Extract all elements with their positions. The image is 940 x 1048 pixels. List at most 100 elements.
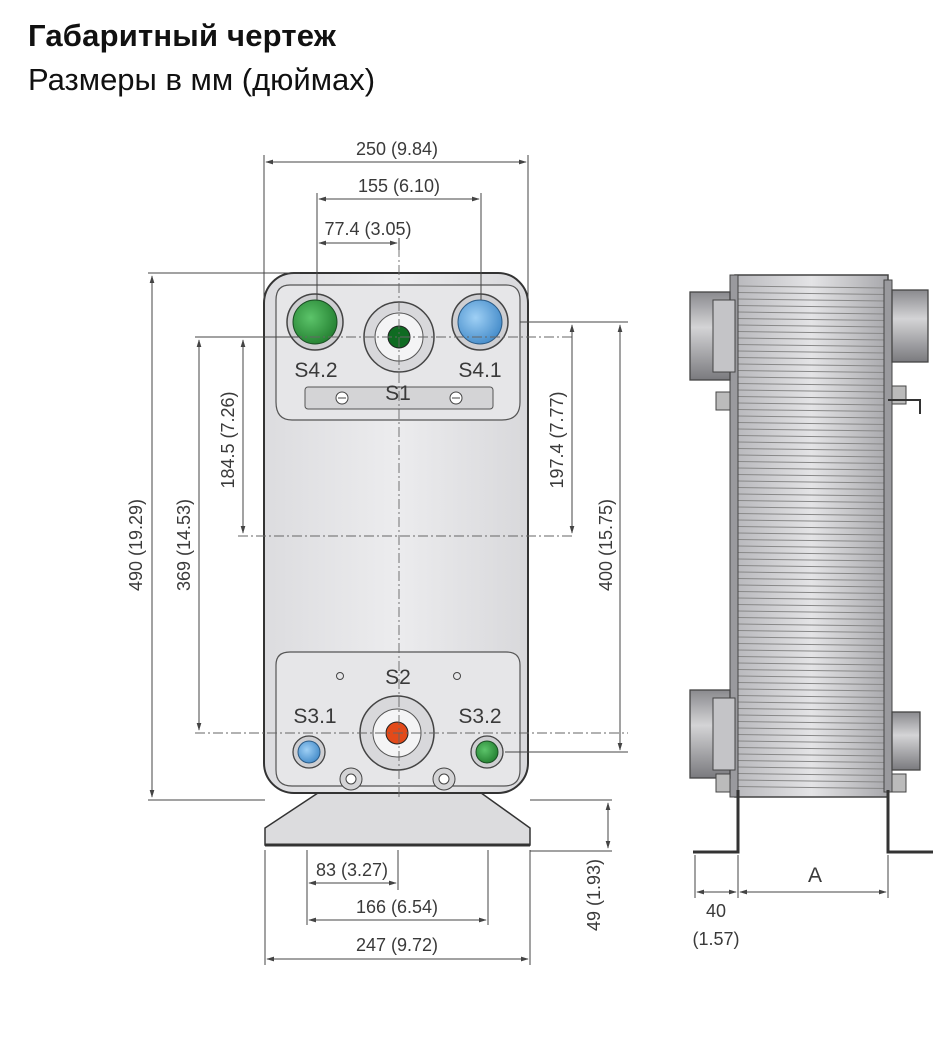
plate-edge-line [737,779,887,783]
plate-edge-line [737,526,887,529]
plate-edge-line [737,435,887,438]
label-s41: S4.1 [458,359,501,382]
dim-port-vertical-right: 400 (15.75) [596,499,616,591]
plate-edge-line [737,656,887,659]
dim-foot-height: 49 (1.93) [584,859,604,931]
plate-edge-line [737,786,887,789]
plate-edge-line [737,760,887,763]
plate-edge-line [737,695,887,698]
plate-edge-line [737,682,887,685]
plate-edge-line [737,396,887,399]
plate-edge-line [737,714,887,718]
plate-edge-line [737,376,887,380]
dim-side-offset: 40 [706,901,726,921]
plate-edge-line [737,337,887,341]
plate-edge-line [737,649,887,653]
label-s2: S2 [385,666,411,689]
port-s32 [470,735,504,769]
plate-edge-line [737,766,887,770]
plate-edge-line [737,513,887,516]
plate-edge-line [737,422,887,425]
plate-edge-line [737,298,887,302]
label-s1: S1 [385,382,411,405]
label-s32: S3.2 [458,705,501,728]
plate-edge-line [737,552,887,555]
plate-edge-line [737,701,887,705]
dim-s1-offset: 184.5 (7.26) [218,391,238,488]
plate-edge-line [737,688,887,692]
plate-edge-line [737,350,887,354]
plate-edge-line [737,506,887,510]
plate-edge-line [737,636,887,640]
port-s31 [292,735,326,769]
plate-edge-line [737,675,887,679]
plate-edge-line [737,558,887,562]
front-view [195,247,628,847]
plate-edge-line [737,669,887,672]
dim-foot-inner: 83 (3.27) [316,860,388,880]
plate-edge-line [737,617,887,620]
plate-edge-line [737,519,887,523]
plate-edge-line [737,487,887,490]
plate-edge-line [737,474,887,477]
plate-edge-line [737,643,887,646]
plate-edge-line [737,773,887,776]
plate-edge-line [737,324,887,328]
dim-foot-width: 247 (9.72) [356,935,438,955]
plate-edge-line [737,389,887,393]
plate-edge-line [737,467,887,471]
plate-edge-line [737,428,887,432]
plate-edge-line [737,500,887,503]
plate-edge-line [737,532,887,536]
dim-foot-holes: 166 (6.54) [356,897,438,917]
plate-edge-line [737,409,887,412]
plate-edge-line [737,305,887,308]
plate-edge-line [737,597,887,601]
plate-edge-line [737,441,887,445]
plate-edge-line [737,344,887,347]
dim-overall-width: 250 (9.84) [356,139,438,159]
plate-edge-line [737,565,887,568]
plate-edge-line [737,363,887,367]
plate-edge-line [737,578,887,581]
plate-edge-line [737,727,887,731]
dim-center-offset: 77.4 (3.05) [324,219,411,239]
plate-edge-line [737,331,887,334]
dim-side-depth: A [808,864,822,887]
dim-s4-offset: 197.4 (7.77) [547,391,567,488]
plate-edge-line [737,357,887,360]
plate-edge-line [737,545,887,549]
plate-edge-line [737,630,887,633]
dimension-lines [148,155,628,965]
plate-edge-line [737,571,887,575]
plate-edge-line [737,623,887,627]
plate-edge-line [737,591,887,594]
drawing-subtitle: Размеры в мм (дюймах) [28,62,376,97]
dim-side-offset-in: (1.57) [692,929,739,949]
plate-edge-line [737,584,887,588]
plate-edge-line [737,311,887,315]
plate-edge-line [737,318,887,321]
dim-port-spacing: 155 (6.10) [358,176,440,196]
plate-edge-line [737,721,887,724]
plate-edge-line [737,285,887,289]
plate-edge-line [737,480,887,484]
plate-edge-line [737,753,887,757]
plate-edge-line [737,415,887,419]
plate-edge-line [737,662,887,666]
plate-edge-line [737,604,887,607]
side-view [689,274,933,898]
plate-edge-line [737,747,887,750]
plate-edge-line [737,734,887,737]
plate-edge-line [737,448,887,451]
plate-edge-line [737,708,887,711]
dim-port-vertical: 369 (14.53) [174,499,194,591]
plate-edge-line [737,461,887,464]
port-s41 [451,293,509,351]
plate-edge-line [737,454,887,458]
plate-edge-line [737,370,887,373]
plate-edge-line [737,493,887,497]
label-s31: S3.1 [293,705,336,728]
label-s42: S4.2 [294,359,337,382]
